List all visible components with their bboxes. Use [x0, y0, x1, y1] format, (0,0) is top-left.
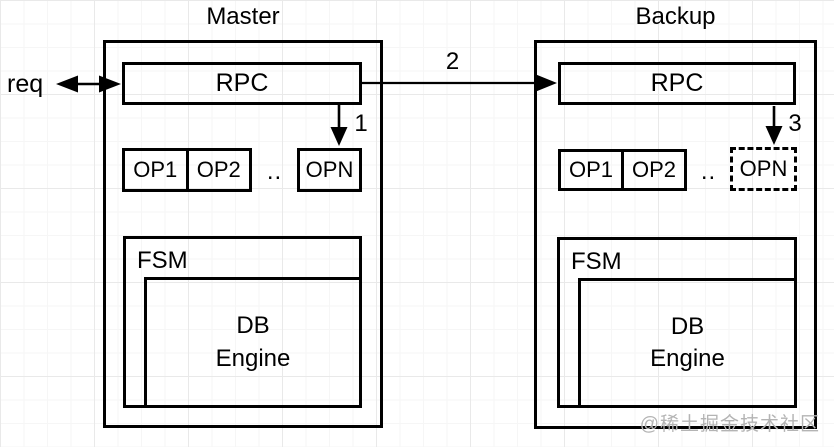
master-op2-label: OP2: [196, 157, 241, 182]
backup-opn-box: OPN: [730, 147, 797, 191]
watermark: @稀土掘金技术社区: [639, 414, 820, 435]
master-op-row: OP1 OP2: [122, 148, 252, 192]
backup-op2-label: OP2: [631, 157, 677, 182]
master-title: Master: [206, 3, 280, 30]
replication-arrow: [362, 74, 557, 92]
backup-rpc-box: RPC: [558, 62, 796, 105]
master-fsm-label: FSM: [137, 247, 188, 274]
master-op1-box: OP1: [125, 151, 189, 189]
backup-fsm-label: FSM: [571, 248, 622, 275]
backup-op1-label: OP1: [568, 157, 614, 182]
backup-op2-box: OP2: [624, 152, 684, 188]
backup-fsm-box: FSM: [557, 237, 797, 408]
backup-op-ellipsis: ..: [700, 158, 717, 185]
backup-opn-label: OPN: [739, 156, 788, 181]
backup-rpc-label: RPC: [650, 69, 704, 97]
backup-op-row: OP1 OP2: [558, 149, 687, 191]
backup-db-engine-label: DB Engine: [650, 312, 725, 372]
master-op1-label: OP1: [133, 157, 178, 182]
backup-title: Backup: [635, 3, 716, 30]
master-op2-box: OP2: [189, 151, 250, 189]
step-2-label: 2: [445, 48, 460, 75]
master-db-engine-box: DB Engine: [144, 277, 359, 405]
backup-db-engine-box: DB Engine: [578, 278, 794, 405]
master-rpc-box: RPC: [122, 62, 362, 105]
req-label: req: [7, 70, 44, 98]
master-op-ellipsis: ..: [266, 158, 283, 185]
master-rpc-label: RPC: [215, 69, 269, 97]
master-container-box: [103, 40, 383, 428]
backup-container-box: [534, 40, 817, 429]
master-fsm-box: FSM: [123, 236, 362, 408]
backup-op1-box: OP1: [561, 152, 624, 188]
master-db-engine-label: DB Engine: [215, 312, 291, 372]
master-opn-label: OPN: [305, 157, 354, 182]
step-3-label: 3: [788, 110, 802, 137]
step-1-label: 1: [354, 110, 368, 137]
master-opn-box: OPN: [297, 148, 362, 192]
